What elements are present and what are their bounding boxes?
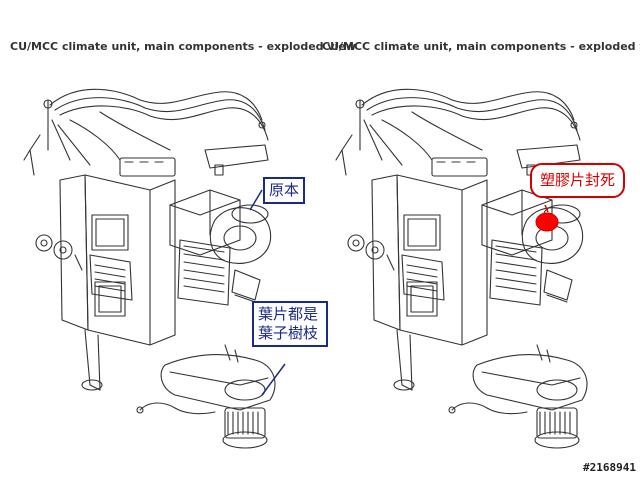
sealed-pointer-line: [544, 204, 549, 213]
callout-original: 原本: [263, 177, 306, 204]
right-unit-drawing: [335, 88, 588, 449]
image-watermark: #2168941: [583, 461, 636, 474]
callout-leaves-and-twigs: 葉片都是葉子樹枝: [252, 301, 328, 347]
callout-plastic-sealed: 塑膠片封死: [530, 163, 626, 198]
leaves-pointer-line: [261, 363, 286, 396]
right-diagram-title: CU/MCC climate unit, main components - e…: [322, 40, 640, 53]
original-pointer-line: [249, 189, 263, 211]
left-unit-drawing: [23, 88, 276, 449]
plastic-seal-marker: [535, 212, 559, 232]
left-diagram-title: CU/MCC climate unit, main components - e…: [10, 40, 356, 53]
